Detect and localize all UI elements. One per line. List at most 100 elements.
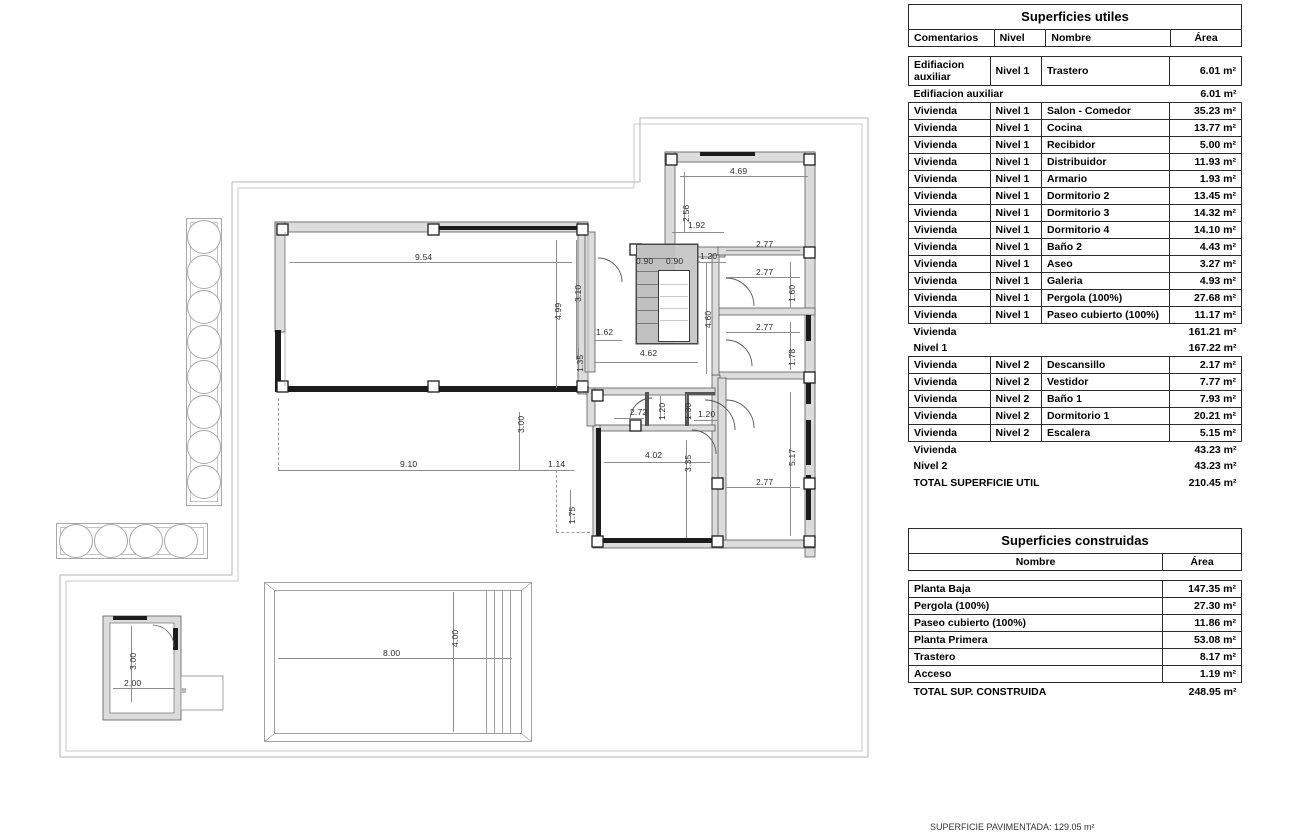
dim-paseo-width: 1.14 bbox=[548, 459, 566, 469]
subtotal-row: Vivienda 161.21 m² bbox=[908, 323, 1242, 340]
cell-nombre: Vestidor bbox=[1040, 373, 1170, 391]
cell-nombre: Armario bbox=[1040, 170, 1170, 188]
pool-step bbox=[486, 590, 487, 734]
cell-area: 53.08 m² bbox=[1161, 631, 1243, 649]
subtotal-area: 43.23 m² bbox=[1194, 444, 1237, 456]
dim-hall-width: 1.92 bbox=[688, 220, 706, 230]
cell-nombre: Dormitorio 3 bbox=[1040, 204, 1170, 222]
cell-nivel: Nivel 1 bbox=[989, 187, 1042, 205]
paseo-outline-bottom bbox=[556, 532, 590, 533]
storage-building bbox=[102, 615, 224, 721]
cell-nivel: Nivel 2 bbox=[989, 390, 1042, 408]
cell-area: 147.35 m² bbox=[1161, 580, 1243, 598]
total-area: 210.45 m² bbox=[1188, 477, 1237, 489]
pool-step bbox=[502, 590, 503, 734]
cell-nivel: Nivel 1 bbox=[989, 306, 1042, 324]
dim-aseo-width: 2.72 bbox=[630, 407, 648, 417]
cell-area: 6.01 m² bbox=[1168, 56, 1243, 86]
cell-area: 11.17 m² bbox=[1168, 306, 1243, 324]
subtotal-row: Nivel 1 167.22 m² bbox=[908, 340, 1242, 357]
cell-area: 11.93 m² bbox=[1168, 153, 1243, 171]
tree-icon bbox=[187, 430, 221, 464]
cell-area: 8.17 m² bbox=[1161, 648, 1243, 666]
cell-comentarios: Vivienda bbox=[908, 221, 991, 239]
table-construidas-title-row: Superficies construidas bbox=[908, 528, 1242, 554]
cell-nivel: Nivel 1 bbox=[989, 56, 1042, 86]
cell-nombre: Salon - Comedor bbox=[1040, 102, 1170, 120]
subtotal-label: Vivienda bbox=[913, 326, 957, 338]
dim-bed-depth-a: 1.60 bbox=[787, 284, 797, 302]
pergola-outline-right bbox=[556, 470, 557, 532]
tree-icon bbox=[187, 220, 221, 254]
cell-area: 20.21 m² bbox=[1168, 407, 1243, 425]
dim-bed-width-d: 2.77 bbox=[756, 477, 774, 487]
cell-comentarios: Vivienda bbox=[908, 187, 991, 205]
table-row: Paseo cubierto (100%)11.86 m² bbox=[908, 614, 1243, 632]
cell-nivel: Nivel 1 bbox=[989, 136, 1042, 154]
total-label: TOTAL SUPERFICIE UTIL bbox=[913, 477, 1040, 489]
cell-nombre: Dormitorio 2 bbox=[1040, 187, 1170, 205]
dim-pergola-length: 9.10 bbox=[400, 459, 418, 469]
tree-icon bbox=[187, 290, 221, 324]
area-schedules: Superficies utiles Comentarios Nivel Nom… bbox=[907, 0, 1258, 832]
cell-nivel: Nivel 2 bbox=[989, 424, 1042, 442]
cell-comentarios: Vivienda bbox=[908, 136, 991, 154]
dim-entry-offset: 1.62 bbox=[596, 327, 614, 337]
subtotal-area: 167.22 m² bbox=[1188, 342, 1237, 354]
cell-comentarios: Vivienda bbox=[908, 170, 991, 188]
cell-nombre: Planta Baja bbox=[908, 580, 1163, 598]
cell-nivel: Nivel 1 bbox=[989, 119, 1042, 137]
cell-area: 13.77 m² bbox=[1168, 119, 1243, 137]
table-superficies-construidas: Superficies construidas Nombre Área bbox=[907, 528, 1242, 571]
subtotal-area: 161.21 m² bbox=[1188, 326, 1237, 338]
floor-plan-drawing: 9.54 4.99 3.10 1.62 1.35 4.62 0.90 0.90 … bbox=[56, 117, 869, 758]
cell-comentarios: Edifiacion auxiliar bbox=[908, 56, 991, 86]
cell-area: 4.93 m² bbox=[1168, 272, 1243, 290]
dim-closet-door: 1.20 bbox=[698, 409, 716, 419]
dim-bed-depth-b: 1.78 bbox=[787, 348, 797, 366]
header-area: Área bbox=[1170, 29, 1242, 47]
cell-comentarios: Vivienda bbox=[908, 238, 991, 256]
dim-paseo-depth: 1.75 bbox=[567, 506, 577, 524]
dim-stair-run: 4.62 bbox=[640, 348, 658, 358]
cell-area: 27.30 m² bbox=[1161, 597, 1243, 615]
cell-nombre: Dormitorio 4 bbox=[1040, 221, 1170, 239]
cell-area: 4.43 m² bbox=[1168, 238, 1243, 256]
cell-comentarios: Vivienda bbox=[908, 424, 991, 442]
cell-area: 2.17 m² bbox=[1168, 356, 1243, 374]
cell-area: 27.68 m² bbox=[1168, 289, 1243, 307]
total-row: TOTAL SUP. CONSTRUIDA 248.95 m² bbox=[909, 683, 1242, 702]
cell-nivel: Nivel 1 bbox=[989, 170, 1042, 188]
cell-nivel: Nivel 1 bbox=[989, 238, 1042, 256]
table-row: Edifiacion auxiliar Nivel 1 Trastero 6.0… bbox=[908, 56, 1243, 86]
footnote-superficie-pavimentada: SUPERFICIE PAVIMENTADA: 129.05 m² bbox=[930, 822, 1095, 832]
subtotal-area: 43.23 m² bbox=[1194, 460, 1237, 472]
cell-nombre: Pergola (100%) bbox=[908, 597, 1163, 615]
cell-nombre: Baño 1 bbox=[1040, 390, 1170, 408]
cell-comentarios: Vivienda bbox=[908, 306, 991, 324]
subtotal-label: Edifiacion auxiliar bbox=[913, 88, 1004, 100]
dim-kitchen-depth: 3.35 bbox=[683, 454, 693, 472]
dim-bed-width-a: 2.77 bbox=[756, 239, 774, 249]
cell-nombre: Pergola (100%) bbox=[1040, 289, 1170, 307]
cell-nombre: Paseo cubierto (100%) bbox=[1040, 306, 1170, 324]
dim-pergola-depth: 3.00 bbox=[516, 415, 526, 433]
cell-area: 14.32 m² bbox=[1168, 204, 1243, 222]
table-construidas-title: Superficies construidas bbox=[908, 528, 1242, 554]
header-area: Área bbox=[1162, 553, 1242, 571]
tree-icon bbox=[94, 524, 128, 558]
table-superficies-utiles: Superficies utiles Comentarios Nivel Nom… bbox=[908, 4, 1242, 47]
